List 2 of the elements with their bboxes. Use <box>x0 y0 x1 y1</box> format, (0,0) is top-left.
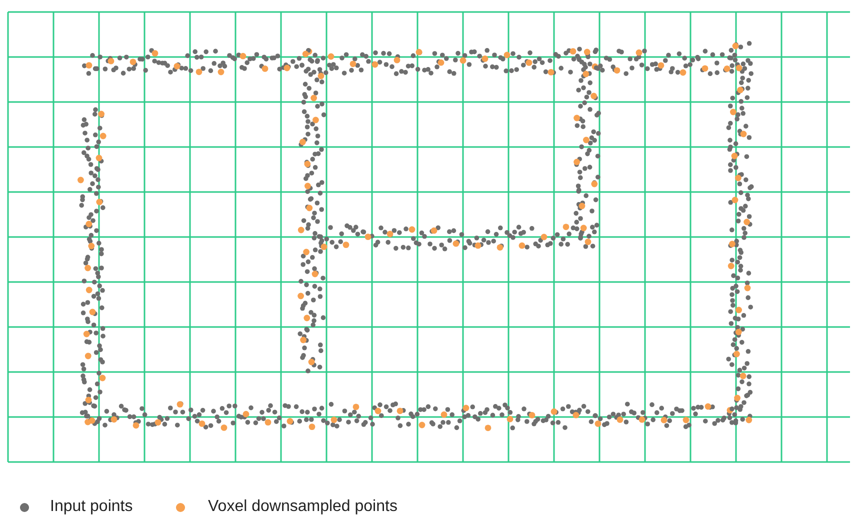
legend-label: Voxel downsampled points <box>208 498 398 516</box>
legend-label: Input points <box>50 498 133 516</box>
